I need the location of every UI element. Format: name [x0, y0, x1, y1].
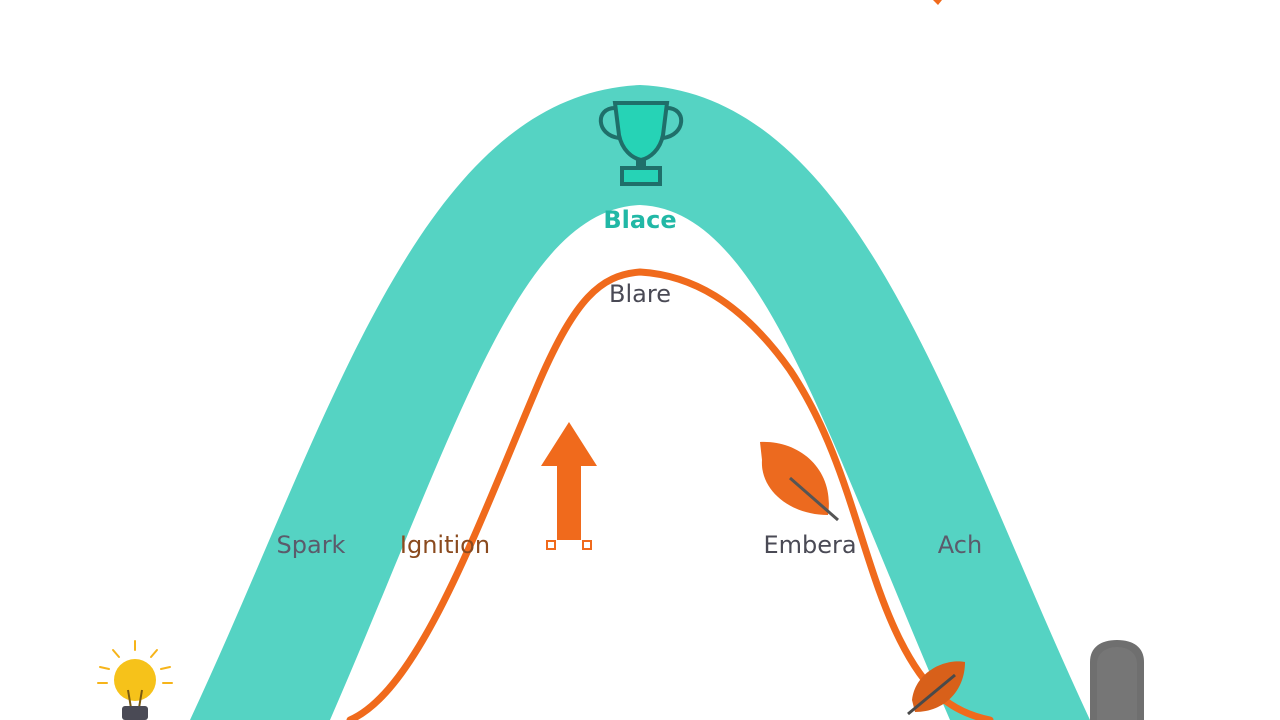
- orange-lifecycle-curve: [346, 268, 994, 720]
- embera-label: Embera: [763, 531, 856, 559]
- tombstone-icon: [1090, 640, 1144, 720]
- lightbulb-icon: [97, 640, 173, 720]
- teal-arch-band: [190, 85, 1090, 720]
- fallen-leaf-icon: [907, 661, 965, 716]
- ignition-label: Ignition: [400, 531, 490, 559]
- peak-teal-label: Blace: [603, 206, 676, 234]
- ash-label: Ach: [938, 531, 982, 559]
- leaf-icon: [760, 441, 839, 522]
- spark-label: Spark: [277, 531, 346, 559]
- up-arrow-icon: [541, 422, 597, 550]
- peak-inner-label: Blare: [609, 280, 671, 308]
- trophy-icon: [598, 101, 684, 186]
- edge-mark: [933, 0, 942, 5]
